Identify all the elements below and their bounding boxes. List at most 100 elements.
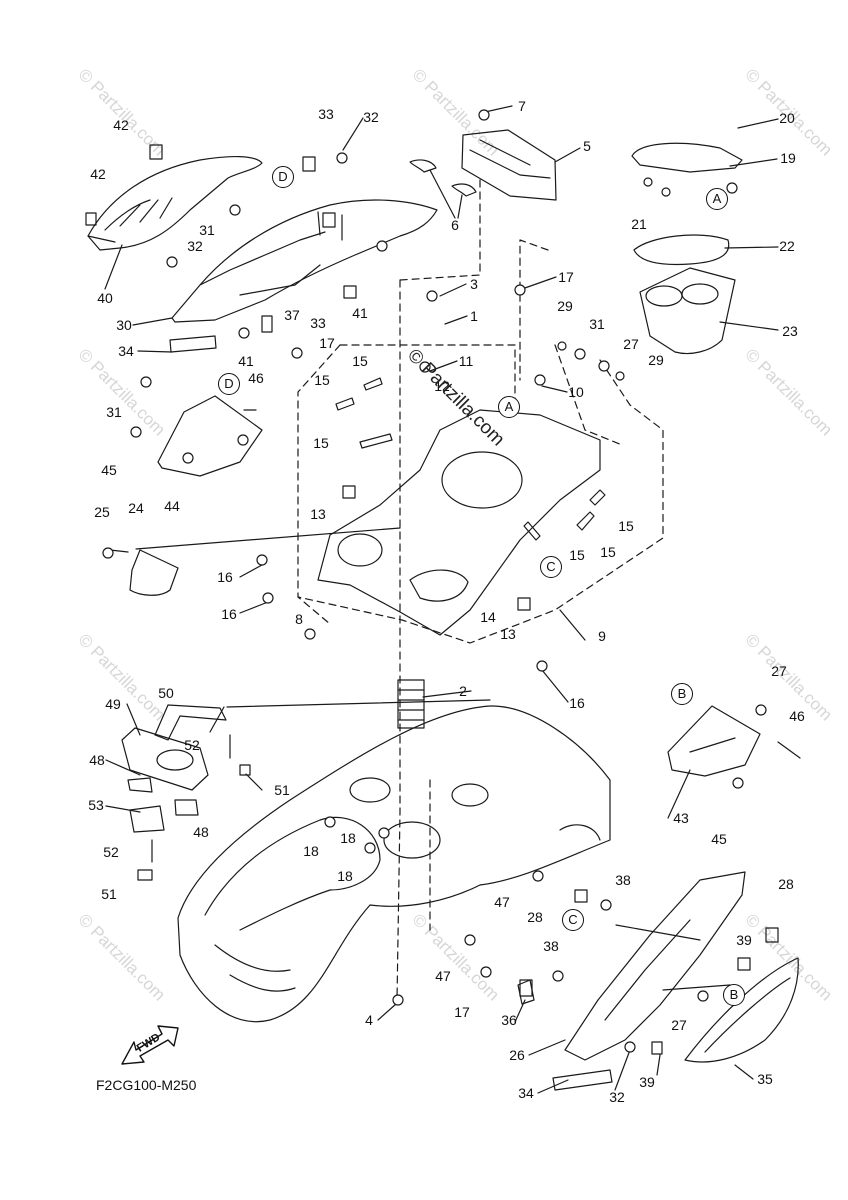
part-6-seal bbox=[409, 159, 437, 173]
part-callout-45: 45 bbox=[101, 462, 117, 478]
part-callout-15: 15 bbox=[569, 547, 585, 563]
part-callout-3: 3 bbox=[470, 276, 478, 292]
part-callout-26: 26 bbox=[509, 1047, 525, 1063]
leader-line bbox=[429, 169, 456, 219]
part-callout-29: 29 bbox=[648, 352, 664, 368]
part-callout-8: 8 bbox=[295, 611, 303, 627]
reference-marker-b: B bbox=[671, 683, 693, 705]
part-callout-44: 44 bbox=[164, 498, 180, 514]
part-44-bracket bbox=[157, 395, 263, 477]
part-callout-1: 1 bbox=[470, 308, 478, 324]
part-callout-22: 22 bbox=[779, 238, 795, 254]
part-46-pin bbox=[243, 409, 801, 759]
part-callout-7: 7 bbox=[518, 98, 526, 114]
part-callout-10: 10 bbox=[568, 384, 584, 400]
reference-marker-d: D bbox=[218, 373, 240, 395]
part-callout-9: 9 bbox=[598, 628, 606, 644]
part-2-bracket bbox=[397, 679, 425, 729]
part-callout-27: 27 bbox=[671, 1017, 687, 1033]
reference-marker-c: C bbox=[562, 909, 584, 931]
part-callout-21: 21 bbox=[631, 216, 647, 232]
part-callout-15: 15 bbox=[618, 518, 634, 534]
part-callout-48: 48 bbox=[193, 824, 209, 840]
part-callout-14: 14 bbox=[480, 609, 496, 625]
part-callout-52: 52 bbox=[103, 844, 119, 860]
part-callout-51: 51 bbox=[101, 886, 117, 902]
part-callout-32: 32 bbox=[609, 1089, 625, 1105]
leader-line bbox=[457, 194, 463, 219]
part-callout-39: 39 bbox=[736, 932, 752, 948]
part-callout-47: 47 bbox=[435, 968, 451, 984]
part-callout-12: 12 bbox=[434, 378, 450, 394]
assembly-outline bbox=[297, 179, 664, 1001]
part-22-pad bbox=[633, 234, 730, 266]
part-callout-13: 13 bbox=[500, 626, 516, 642]
part-callout-35: 35 bbox=[757, 1071, 773, 1087]
part-callout-6: 6 bbox=[451, 217, 459, 233]
reference-marker-b: B bbox=[723, 984, 745, 1006]
part-callout-4: 4 bbox=[365, 1012, 373, 1028]
part-48-strap bbox=[174, 799, 199, 816]
part-callout-51: 51 bbox=[274, 782, 290, 798]
fwd-arrow: FWD bbox=[118, 1020, 180, 1070]
part-5-vent bbox=[461, 129, 557, 201]
clips bbox=[85, 144, 779, 1055]
part-callout-29: 29 bbox=[557, 298, 573, 314]
part-34-strip bbox=[169, 335, 217, 353]
part-callout-11: 11 bbox=[458, 353, 474, 369]
part-callout-16: 16 bbox=[569, 695, 585, 711]
part-callout-16: 16 bbox=[221, 606, 237, 622]
part-43-bracket bbox=[667, 705, 761, 777]
part-callout-39: 39 bbox=[639, 1074, 655, 1090]
part-callout-24: 24 bbox=[128, 500, 144, 516]
part-callout-5: 5 bbox=[583, 138, 591, 154]
part-52-pin bbox=[151, 734, 231, 863]
side-cover-left bbox=[87, 155, 263, 251]
part-callout-37: 37 bbox=[284, 307, 300, 323]
diagram-code: F2CG100-M250 bbox=[96, 1077, 197, 1093]
part-callout-16: 16 bbox=[217, 569, 233, 585]
part-callout-42: 42 bbox=[90, 166, 106, 182]
part-callout-17: 17 bbox=[454, 1004, 470, 1020]
part-48-strap bbox=[127, 777, 153, 793]
reference-marker-a: A bbox=[706, 188, 728, 210]
part-6-seal bbox=[451, 183, 477, 197]
part-callout-13: 13 bbox=[310, 506, 326, 522]
part-callout-47: 47 bbox=[494, 894, 510, 910]
part-callout-27: 27 bbox=[771, 663, 787, 679]
part-callout-48: 48 bbox=[89, 752, 105, 768]
part-callout-17: 17 bbox=[558, 269, 574, 285]
part-callout-2: 2 bbox=[459, 683, 467, 699]
reference-marker-d: D bbox=[272, 166, 294, 188]
part-callout-41: 41 bbox=[352, 305, 368, 321]
part-callout-41: 41 bbox=[238, 353, 254, 369]
part-26-side-panel bbox=[564, 871, 746, 1061]
part-51-clip bbox=[137, 869, 153, 881]
part-callout-38: 38 bbox=[615, 872, 631, 888]
part-callout-46: 46 bbox=[789, 708, 805, 724]
reference-marker-a: A bbox=[498, 396, 520, 418]
part-callout-32: 32 bbox=[187, 238, 203, 254]
part-callout-38: 38 bbox=[543, 938, 559, 954]
part-callout-45: 45 bbox=[711, 831, 727, 847]
part-callout-40: 40 bbox=[97, 290, 113, 306]
part-callout-53: 53 bbox=[88, 797, 104, 813]
part-34-strip bbox=[552, 1069, 613, 1091]
reference-marker-c: C bbox=[540, 556, 562, 578]
part-callout-43: 43 bbox=[673, 810, 689, 826]
part-35-panel bbox=[684, 957, 799, 1063]
part-callout-30: 30 bbox=[116, 317, 132, 333]
part-53-strip bbox=[129, 805, 165, 833]
part-callout-34: 34 bbox=[118, 343, 134, 359]
fasteners bbox=[102, 109, 767, 1053]
part-23-cupholder bbox=[639, 267, 736, 355]
part-24-guard bbox=[129, 549, 179, 596]
top-deck-panel bbox=[171, 199, 438, 323]
hull-body bbox=[177, 705, 611, 1023]
part-callout-49: 49 bbox=[105, 696, 121, 712]
part-callout-27: 27 bbox=[623, 336, 639, 352]
part-callout-31: 31 bbox=[589, 316, 605, 332]
part-callout-46: 46 bbox=[248, 370, 264, 386]
part-callout-28: 28 bbox=[778, 876, 794, 892]
